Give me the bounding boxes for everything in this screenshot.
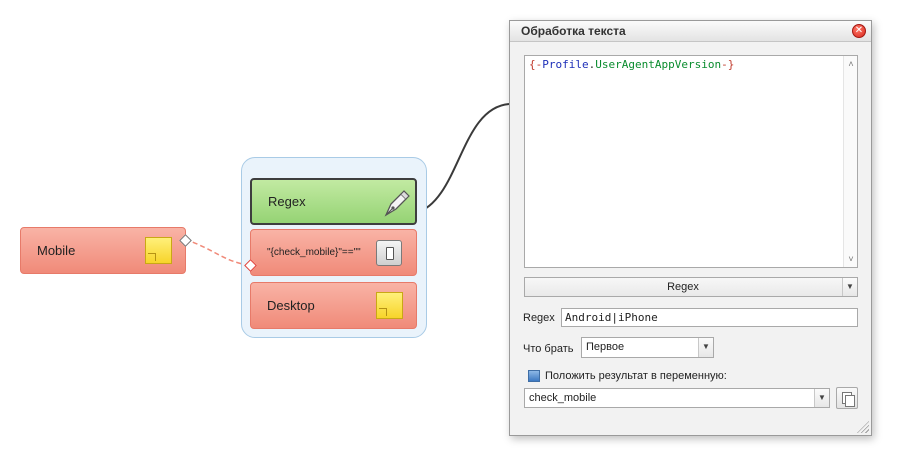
panel-title: Обработка текста — [521, 24, 626, 38]
regex-node[interactable]: Regex — [250, 178, 417, 225]
chevron-down-icon[interactable]: ▼ — [814, 389, 829, 407]
desktop-node-label: Desktop — [267, 298, 315, 313]
switch-icon — [376, 240, 402, 266]
sticky-note-icon — [376, 292, 403, 319]
copy-icon[interactable] — [836, 387, 858, 409]
editor-scrollbar[interactable]: ˄ ˅ — [843, 56, 857, 267]
mobile-node-label: Mobile — [37, 243, 76, 258]
mode-select-value: Regex — [667, 281, 699, 293]
code-dot: . — [588, 58, 596, 71]
chevron-down-icon[interactable]: ▼ — [698, 338, 713, 357]
code-dash: - — [721, 58, 728, 71]
wire-regex-to-panel — [415, 103, 510, 214]
input-text-editor[interactable]: {-Profile.UserAgentAppVersion-} ˄ ˅ — [524, 55, 858, 268]
check-condition-node[interactable]: "{check_mobile}"=="" — [250, 229, 417, 276]
scroll-down-icon[interactable]: ˅ — [848, 254, 854, 264]
text-processing-panel: Обработка текста ✕ {-Profile.UserAgentAp… — [509, 20, 872, 436]
save-result-checkbox[interactable] — [528, 370, 540, 382]
panel-header[interactable]: Обработка текста ✕ — [510, 21, 871, 42]
mode-select[interactable]: Regex ▼ — [524, 277, 858, 297]
action-group[interactable]: Regex "{check_mobile}"=="" Desktop — [241, 157, 427, 338]
code-variable: UserAgentAppVersion — [595, 58, 722, 71]
code-close-brace: } — [727, 58, 735, 71]
take-label: Что брать — [523, 343, 574, 355]
close-icon[interactable]: ✕ — [852, 24, 866, 38]
check-condition-label: "{check_mobile}"=="" — [267, 247, 361, 258]
code-open-brace: { — [529, 58, 536, 71]
regex-input[interactable]: Android|iPhone — [561, 308, 858, 327]
chevron-down-icon[interactable]: ▼ — [842, 278, 857, 296]
regex-label: Regex — [523, 312, 555, 324]
take-select-value: Первое — [586, 341, 625, 353]
mobile-node[interactable]: Mobile — [20, 227, 186, 274]
sticky-note-icon — [145, 237, 172, 264]
wire-check-to-mobile — [186, 239, 250, 266]
pen-nib-icon — [384, 190, 410, 217]
variable-select[interactable]: check_mobile ▼ — [524, 388, 830, 408]
code-profile: Profile — [542, 58, 589, 71]
editor-content: {-Profile.UserAgentAppVersion-} — [529, 58, 734, 71]
variable-select-value: check_mobile — [529, 392, 597, 404]
resize-grip[interactable] — [857, 421, 869, 433]
regex-node-label: Regex — [268, 194, 306, 209]
desktop-node[interactable]: Desktop — [250, 282, 417, 329]
scroll-up-icon[interactable]: ˄ — [848, 59, 854, 69]
code-dash: - — [535, 58, 543, 71]
save-result-label: Положить результат в переменную: — [545, 370, 727, 382]
take-select[interactable]: Первое ▼ — [581, 337, 714, 358]
